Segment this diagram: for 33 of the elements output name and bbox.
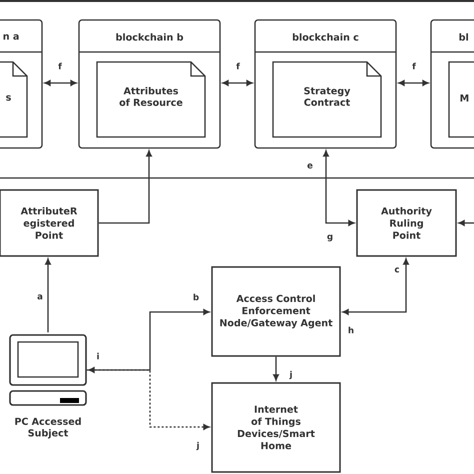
process-box: Access Control Enforcement Node/Gateway Agent (211, 266, 341, 357)
letter-label: g (327, 234, 332, 242)
arrow (323, 150, 355, 226)
process-box: Authority Ruling Point (356, 189, 457, 257)
edge-label: b (194, 294, 199, 300)
process-box: AttributeR egistered Point (0, 189, 99, 257)
edge-label: f (236, 62, 240, 70)
edge-label: a (37, 294, 42, 300)
letter-label: i (97, 352, 99, 360)
edge-label: c (394, 268, 399, 272)
letter-label: h (348, 326, 354, 334)
edge-label: f (412, 62, 416, 70)
arrow (45, 258, 51, 332)
arrow (98, 150, 152, 224)
document-box: Strategy Contract (272, 61, 382, 138)
arrow (222, 80, 253, 86)
computer-icon (9, 334, 87, 406)
arrow (398, 80, 429, 86)
edge-label: f (58, 62, 62, 70)
arrow (44, 80, 77, 86)
arrow (88, 309, 210, 373)
node-caption: PC Accessed Subject (15, 418, 81, 438)
document-box: s (0, 61, 28, 138)
edge-label: j (289, 370, 292, 380)
document-box: Attributes of Resource (96, 61, 206, 138)
document-box: M (448, 61, 474, 138)
edge-label: e (307, 164, 312, 168)
arrow (273, 356, 279, 381)
arrow (458, 220, 474, 226)
arrow (86, 369, 210, 430)
process-box: Internet of Things Devices/Smart Home (211, 382, 341, 473)
edge-label: j (196, 442, 199, 450)
arrow (342, 258, 409, 315)
